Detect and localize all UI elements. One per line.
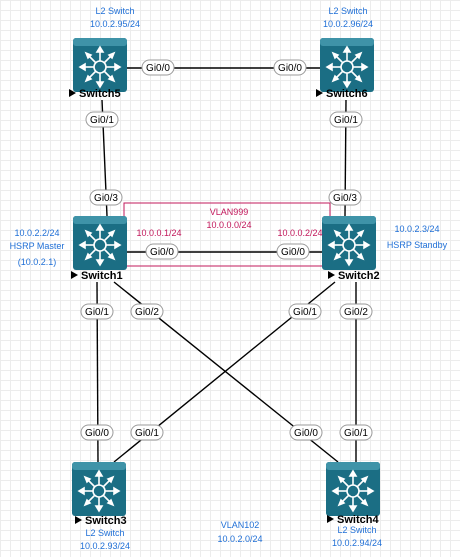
switch3-icon[interactable]: [71, 461, 127, 517]
switch5-icon[interactable]: [72, 37, 128, 93]
switch4-name-label: Switch4: [327, 514, 379, 526]
switch4-ip: 10.0.2.94/24: [332, 538, 382, 548]
svg-text:Gi0/0: Gi0/0: [294, 428, 318, 439]
vlan102-name: VLAN102: [221, 520, 260, 530]
switch3-name-label: Switch3: [75, 515, 127, 527]
switch1-hsrp-role: HSRP Master: [10, 241, 65, 251]
svg-text:Gi0/2: Gi0/2: [344, 307, 368, 318]
vlan999-subnet: 10.0.0.0/24: [206, 220, 251, 230]
switch5-name: Switch5: [79, 88, 121, 100]
switch4-role: L2 Switch: [337, 525, 376, 535]
svg-text:Gi0/0: Gi0/0: [278, 63, 302, 74]
port-label-switch1-gi02: Gi0/2: [130, 303, 164, 320]
svg-text:Gi0/1: Gi0/1: [85, 307, 109, 318]
port-label-switch6-gi01: Gi0/1: [329, 111, 363, 128]
svg-text:Gi0/1: Gi0/1: [135, 428, 159, 439]
play-triangle-icon: [75, 516, 82, 524]
switch2-hsrp-role: HSRP Standby: [387, 240, 448, 250]
play-triangle-icon: [316, 89, 323, 97]
switch2-name-label: Switch2: [328, 270, 380, 282]
port-label-switch6-gi00: Gi0/0: [273, 59, 307, 76]
port-label-switch3-gi01: Gi0/1: [130, 424, 164, 441]
switch6-ip: 10.0.2.96/24: [323, 19, 373, 29]
switch6-name-label: Switch6: [316, 88, 368, 100]
play-triangle-icon: [328, 271, 335, 279]
switch6-icon[interactable]: [319, 37, 375, 93]
switch6-name: Switch6: [326, 88, 368, 100]
switch5-ip: 10.0.2.95/24: [90, 19, 140, 29]
port-label-switch4-gi00: Gi0/0: [289, 424, 323, 441]
switch4-name: Switch4: [337, 514, 379, 526]
switch1-vlan999-ip: 10.0.0.1/24: [136, 228, 181, 238]
vlan999-name: VLAN999: [210, 207, 249, 217]
switch2-icon[interactable]: [321, 215, 377, 271]
svg-text:Gi0/0: Gi0/0: [150, 247, 174, 258]
switch1-ip: 10.0.2.2/24: [14, 228, 59, 238]
svg-text:Gi0/0: Gi0/0: [85, 428, 109, 439]
svg-text:Gi0/3: Gi0/3: [94, 193, 118, 204]
port-label-switch1-gi01: Gi0/1: [80, 303, 114, 320]
switch3-role: L2 Switch: [85, 528, 124, 538]
port-label-switch1-gi03: Gi0/3: [89, 189, 123, 206]
switch6-role: L2 Switch: [328, 6, 367, 16]
port-label-switch3-gi00: Gi0/0: [80, 424, 114, 441]
svg-text:Gi0/0: Gi0/0: [281, 247, 305, 258]
port-label-switch2-gi01: Gi0/1: [288, 303, 322, 320]
svg-text:Gi0/1: Gi0/1: [344, 428, 368, 439]
port-label-switch1-gi00: Gi0/0: [145, 243, 179, 260]
svg-text:Gi0/1: Gi0/1: [90, 115, 114, 126]
port-label-switch2-gi03: Gi0/3: [328, 189, 362, 206]
switch5-role: L2 Switch: [95, 6, 134, 16]
svg-text:Gi0/1: Gi0/1: [334, 115, 358, 126]
switch1-name: Switch1: [81, 270, 123, 282]
port-label-switch2-gi00: Gi0/0: [276, 243, 310, 260]
switch2-name: Switch2: [338, 270, 380, 282]
switch4-icon[interactable]: [325, 461, 381, 517]
switch1-hsrp-vip: (10.0.2.1): [18, 257, 57, 267]
switch3-name: Switch3: [85, 515, 127, 527]
svg-text:Gi0/0: Gi0/0: [146, 63, 170, 74]
svg-text:Gi0/3: Gi0/3: [333, 193, 357, 204]
switch5-name-label: Switch5: [69, 88, 121, 100]
switch1-name-label: Switch1: [71, 270, 123, 282]
vlan102-subnet: 10.0.2.0/24: [217, 534, 262, 544]
switch1-icon[interactable]: [72, 215, 128, 271]
port-label-switch5-gi00: Gi0/0: [141, 59, 175, 76]
switch3-ip: 10.0.2.93/24: [80, 541, 130, 551]
port-label-switch2-gi02: Gi0/2: [339, 303, 373, 320]
switch2-vlan999-ip: 10.0.0.2/24: [277, 228, 322, 238]
switch2-ip: 10.0.2.3/24: [394, 224, 439, 234]
svg-text:Gi0/2: Gi0/2: [135, 307, 159, 318]
play-triangle-icon: [327, 515, 334, 523]
svg-text:Gi0/1: Gi0/1: [293, 307, 317, 318]
port-label-switch5-gi01: Gi0/1: [85, 111, 119, 128]
port-label-switch4-gi01: Gi0/1: [339, 424, 373, 441]
play-triangle-icon: [69, 89, 76, 97]
play-triangle-icon: [71, 271, 78, 279]
